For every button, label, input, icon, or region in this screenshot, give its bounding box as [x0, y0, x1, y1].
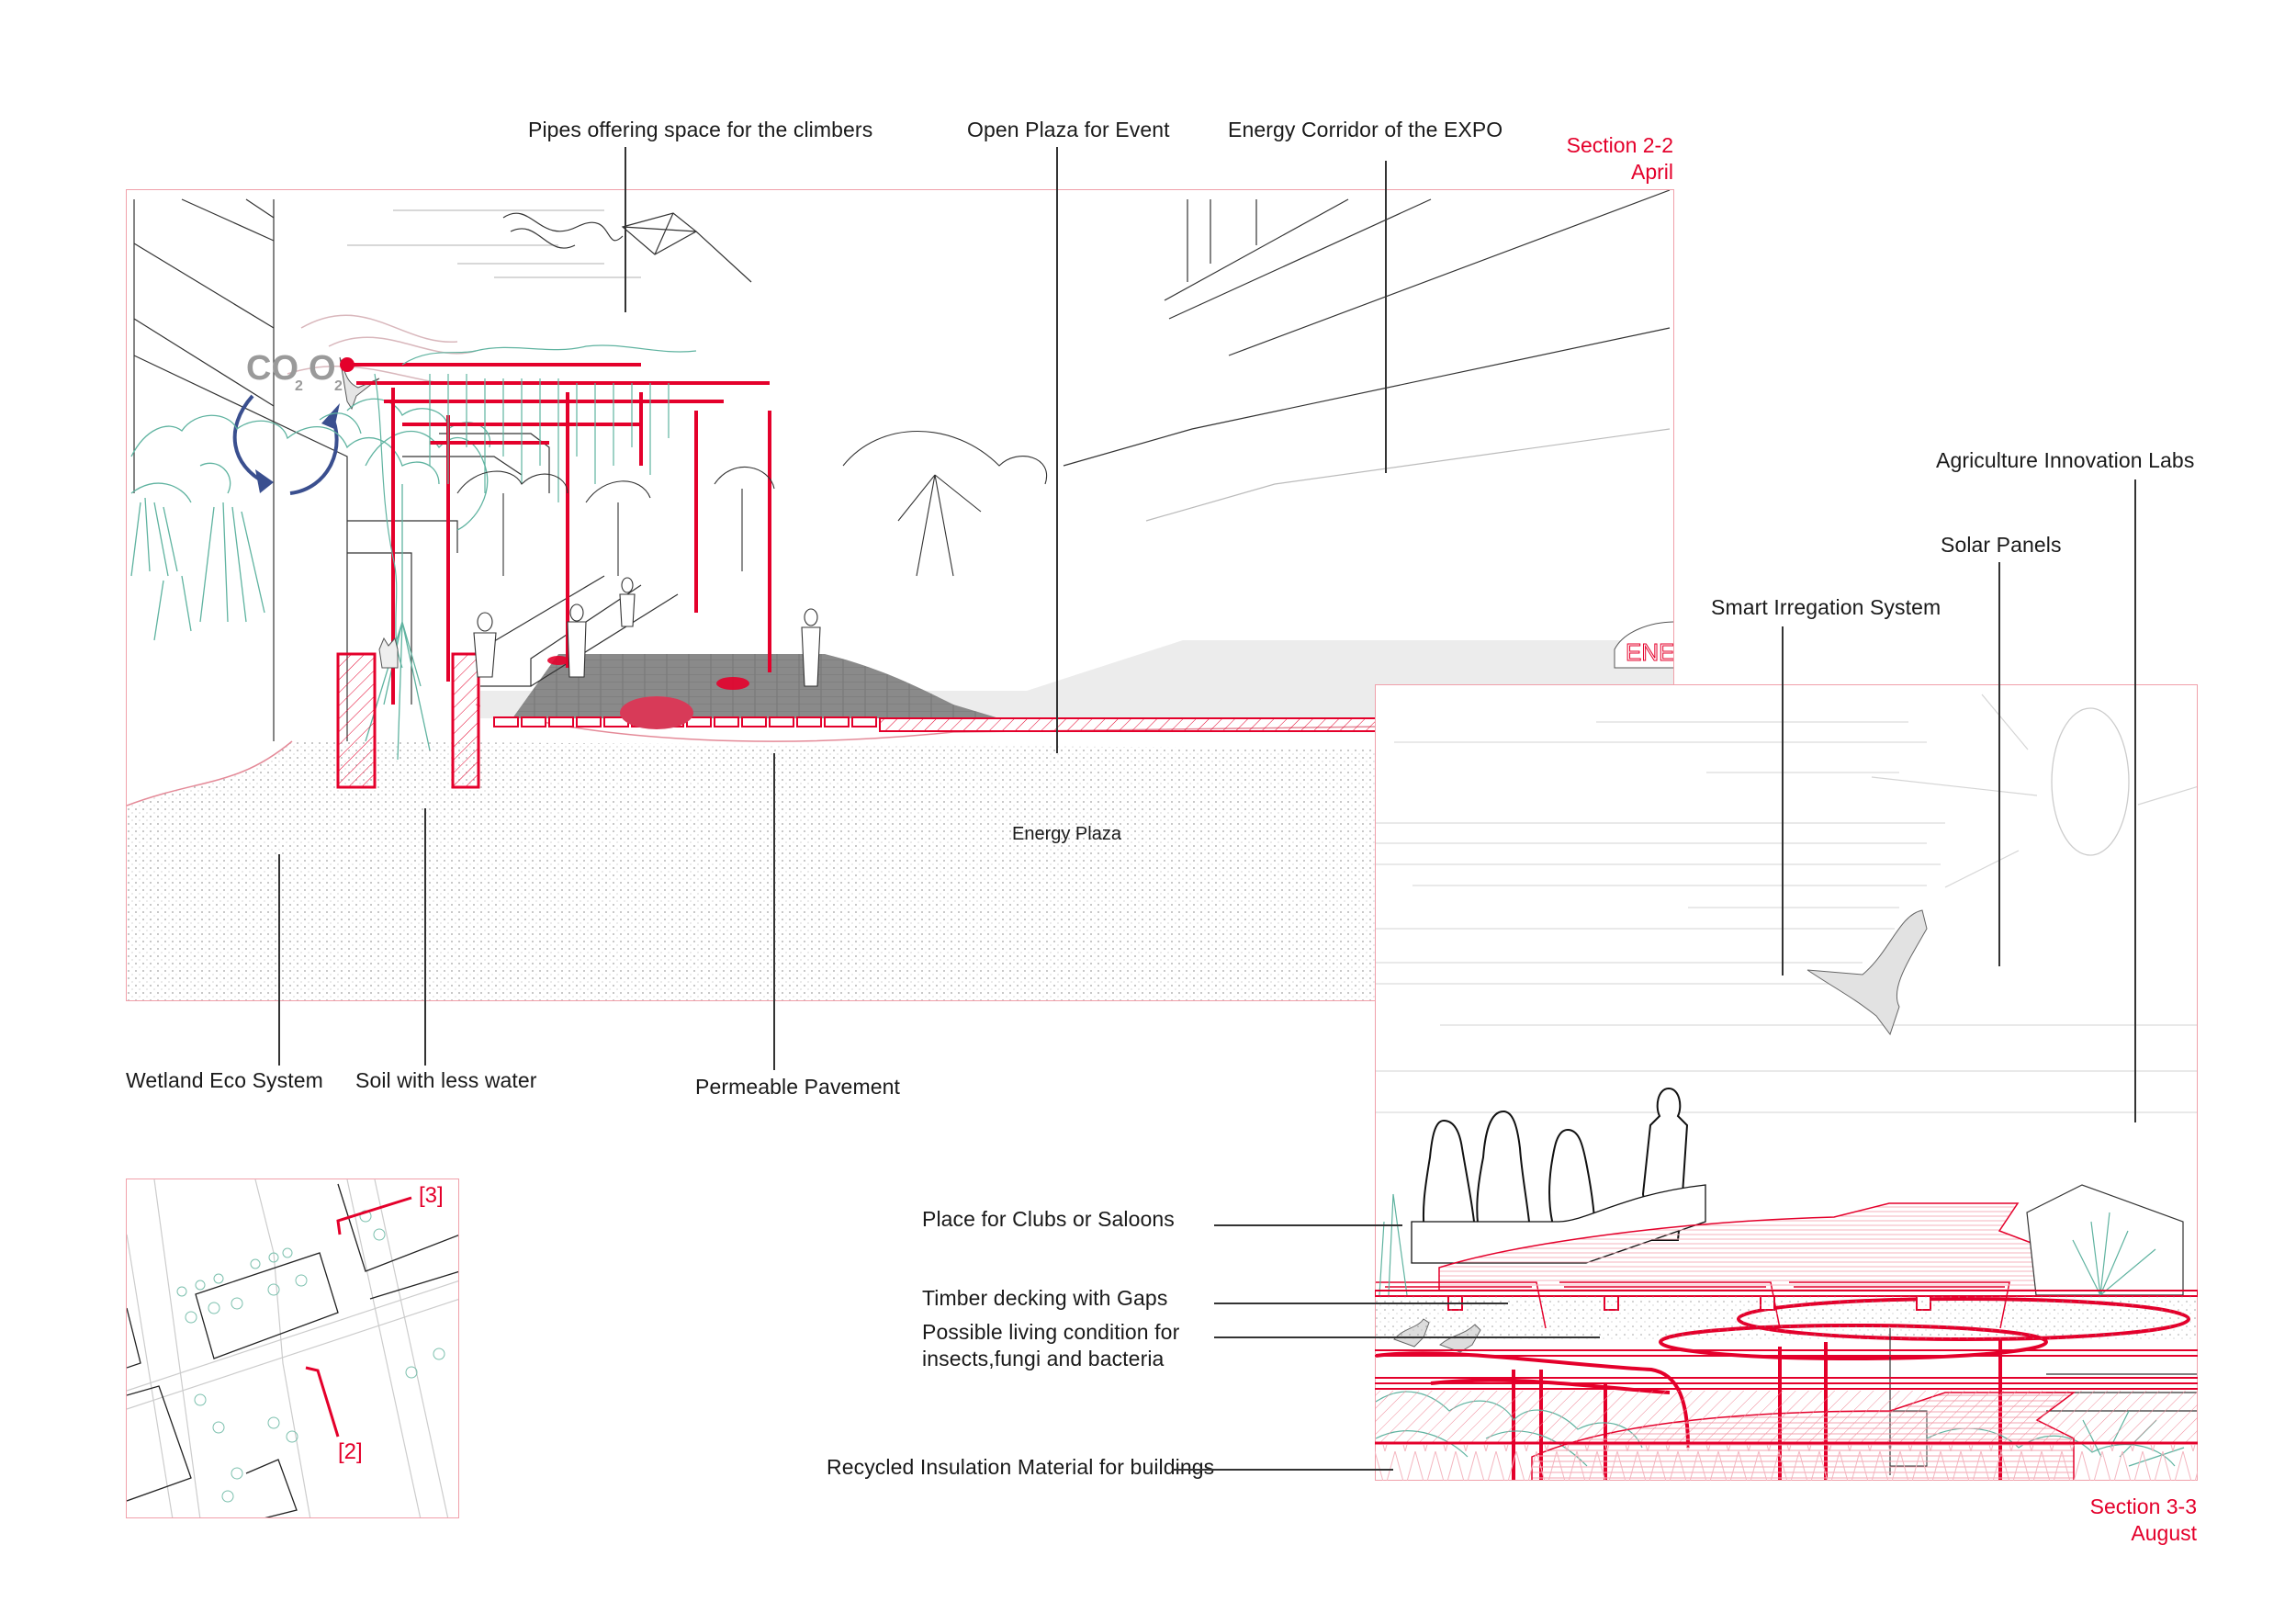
section-2-2-name: Section 2-2 — [1566, 133, 1673, 157]
section-3-3-layers — [1375, 1084, 2198, 1481]
arrow-head-up-icon — [321, 403, 340, 429]
timber-decking-surface — [1438, 1202, 2037, 1291]
label-living-condition-line1: Possible living condition for — [922, 1320, 1180, 1344]
leader-soil — [424, 808, 426, 1066]
section-3-3-name: Section 3-3 — [2089, 1494, 2197, 1518]
label-permeable-pavement: Permeable Pavement — [695, 1075, 900, 1099]
co2-subscript: 2 — [295, 378, 303, 394]
label-agriculture-labs: Agriculture Innovation Labs — [1936, 448, 2195, 472]
co2-text: CO — [246, 349, 298, 388]
soil-layer — [127, 741, 1673, 1000]
label-clubs-saloons: Place for Clubs or Saloons — [922, 1207, 1175, 1231]
plan-trees — [176, 1210, 445, 1503]
section-3-3-layers-svg — [1375, 1087, 2198, 1481]
label-timber-decking: Timber decking with Gaps — [922, 1286, 1168, 1310]
label-living-condition-line2: insects,fungi and bacteria — [922, 1347, 1165, 1370]
leader-solar-panels — [1998, 562, 2000, 966]
wetland-vegetation — [130, 398, 491, 641]
section-cut-2 — [305, 1366, 340, 1438]
sun-icon — [2051, 707, 2130, 856]
section-cut-3 — [336, 1196, 412, 1235]
label-pipes-climbers: Pipes offering space for the climbers — [528, 118, 873, 141]
leader-agriculture-labs — [2134, 479, 2136, 1122]
key-map: [3] [2] — [126, 1179, 459, 1518]
raised-planter — [2026, 1184, 2184, 1296]
key-map-marker-3: [3] — [419, 1183, 444, 1208]
label-soil-less-water: Soil with less water — [355, 1068, 537, 1092]
membrane-layers — [1375, 1349, 2198, 1390]
energy-sign-text: ENER — [1626, 638, 1674, 666]
climber-pipes — [347, 363, 771, 705]
section-2-2-month: April — [1630, 160, 1673, 184]
background-trees — [456, 431, 1048, 577]
permeable-pavement-area — [512, 654, 999, 718]
kite-icon — [502, 212, 752, 283]
retaining-wall-right — [451, 652, 480, 789]
leader-smart-irrigation — [1782, 626, 1784, 976]
streets — [127, 1179, 458, 1517]
o2-text: O — [309, 349, 336, 388]
leader-recycled-insulation — [1173, 1469, 1393, 1471]
co2-o2-cycle: CO 2 O 2 — [232, 349, 343, 495]
energy-plaza-label: Energy Plaza — [1012, 824, 1121, 844]
habitat-soil — [1375, 1296, 2198, 1342]
label-recycled-insulation: Recycled Insulation Material for buildin… — [827, 1455, 1215, 1479]
people — [473, 577, 821, 687]
label-solar-panels: Solar Panels — [1941, 533, 2062, 557]
section-2-2-title: Section 2-2 April — [1567, 132, 1673, 186]
key-map-plan — [127, 1179, 458, 1517]
section-2-2-drawing: CO 2 O 2 — [126, 189, 1674, 1001]
o2-subscript: 2 — [334, 378, 343, 394]
energy-plaza-marker — [620, 696, 693, 729]
key-map-marker-2: [2] — [338, 1439, 363, 1464]
label-open-plaza: Open Plaza for Event — [967, 118, 1170, 141]
leader-timber-decking — [1214, 1303, 1508, 1304]
planter-plants — [1379, 1193, 2156, 1296]
down-arrow-curve — [232, 394, 265, 484]
structural-slab — [1375, 1391, 2198, 1443]
label-wetland-eco-system: Wetland Eco System — [126, 1068, 323, 1092]
leader-living-condition — [1214, 1336, 1600, 1338]
cat-icon — [378, 637, 399, 669]
section-3-3-month: August — [2131, 1521, 2197, 1545]
section-cut-lines — [305, 1196, 412, 1438]
sun-rays — [1871, 694, 2197, 888]
sky-lines — [347, 209, 641, 278]
hanging-climbers — [374, 344, 697, 669]
arrow-head-down-icon — [255, 469, 274, 493]
leader-open-plaza — [1056, 147, 1058, 753]
buildings — [127, 1183, 458, 1517]
section-3-3-drawing — [1375, 684, 2198, 1481]
leader-pipes — [625, 147, 626, 312]
label-smart-irrigation: Smart Irregation System — [1711, 595, 1941, 619]
tree-with-roots — [365, 430, 489, 761]
leader-energy-corridor — [1385, 161, 1387, 473]
label-energy-corridor: Energy Corridor of the EXPO — [1228, 118, 1503, 141]
sky-lines — [1376, 721, 2197, 1113]
insulation-layer — [1375, 1445, 2198, 1481]
leader-permeable — [773, 753, 775, 1070]
leader-wetland — [278, 854, 280, 1066]
section-3-3-title: Section 3-3 August — [2090, 1494, 2197, 1547]
leader-clubs-saloons — [1214, 1224, 1402, 1226]
pipe-end-icon — [340, 357, 355, 372]
retaining-wall-left — [336, 652, 377, 789]
hawk-icon — [1806, 909, 1928, 1036]
